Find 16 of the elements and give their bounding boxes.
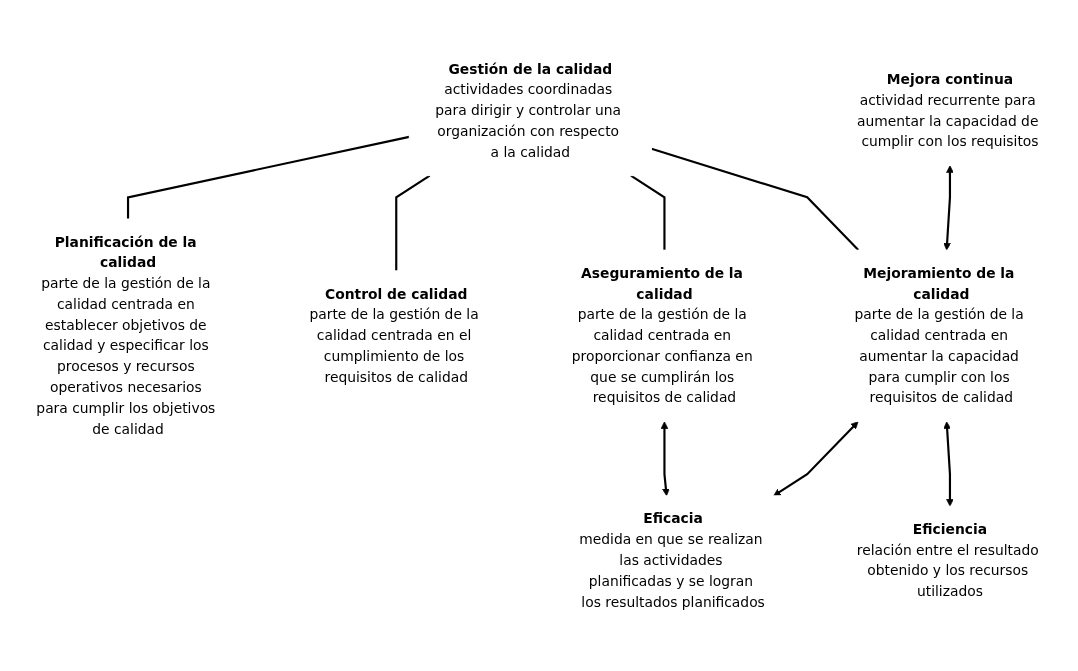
node-text: Aseguramiento de la calidad parte de la gestión de la calidad centrada en proporcionar confianza en que se cumplirán los requisitos de calidad [571, 264, 753, 406]
arrow [773, 421, 859, 496]
node-text: Mejoramiento de la calidad parte de la gestión de la calidad centrada en aumentar la capacidad para cumplir con los requisitos de calidad [854, 264, 1024, 406]
connector [630, 174, 666, 250]
connector [651, 147, 860, 251]
node-text: Control de calidad parte de la gestión de la calidad centrada en el cumplimiento de los requisitos de calidad [309, 285, 479, 385]
arrow [943, 421, 954, 507]
connector [126, 135, 410, 219]
arrow [943, 165, 954, 251]
node-text: Mejora continua actividad recurrente para aumentar la capacidad de cumplir con los requisitos [857, 70, 1039, 150]
node-text: Planificación de la calidad parte de la gestión de la calidad centrada en establecer objetivos de calidad y especificar los procesos y recursos operativos necesarios para cumplir los objetivos de calidad [36, 233, 216, 437]
arrow [660, 421, 670, 496]
node-text: Gestión de la calidad actividades coordinadas para dirigir y controlar una organización con respecto a la calidad [435, 60, 622, 160]
connector [395, 174, 431, 271]
node-text: Eficiencia relación entre el resultado obtenido y los recursos utilizados [856, 520, 1039, 600]
node-text: Eficacia medida en que se realizan las actividades planificadas y se logran los resultados planificados [579, 510, 765, 610]
